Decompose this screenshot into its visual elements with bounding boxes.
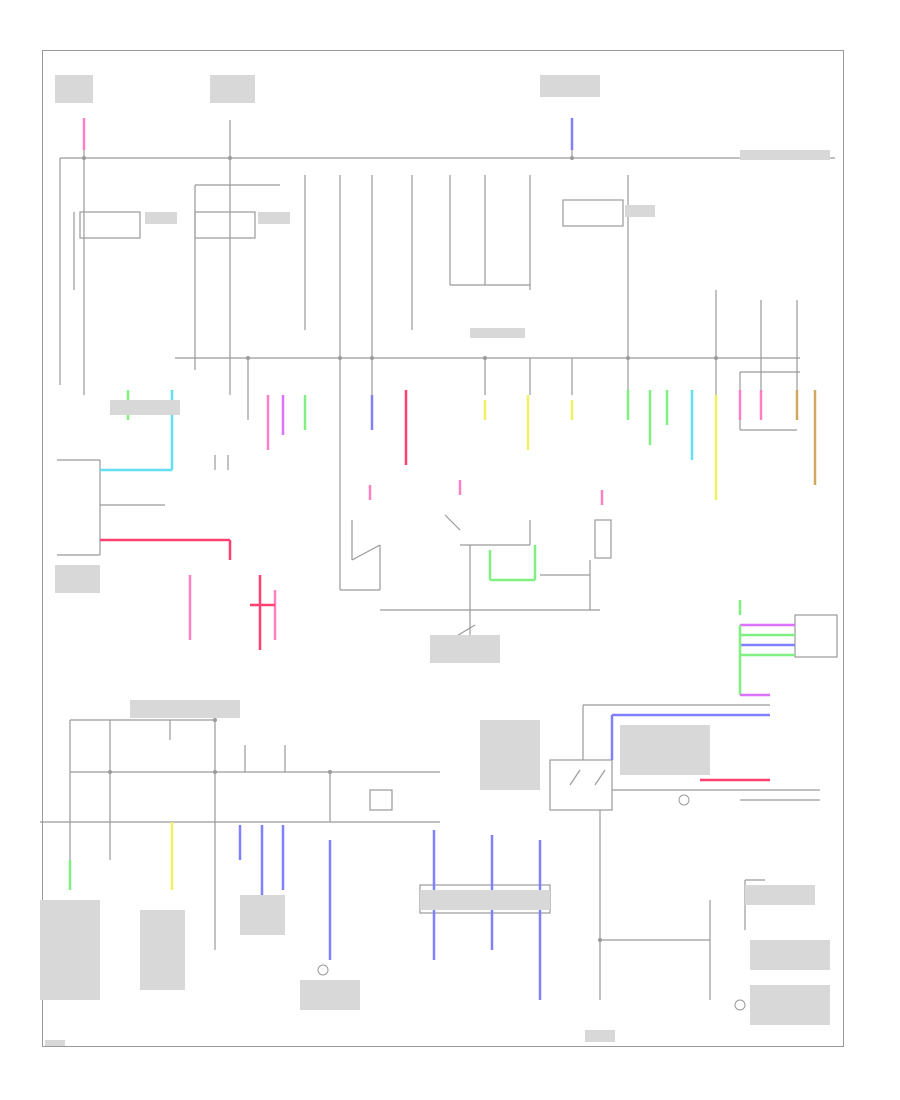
black-wires — [40, 120, 838, 1000]
connector-dots — [82, 156, 718, 942]
gray-text-blocks — [40, 75, 830, 1046]
colored-wires — [68, 118, 817, 1000]
diagram-frame — [42, 50, 844, 1047]
